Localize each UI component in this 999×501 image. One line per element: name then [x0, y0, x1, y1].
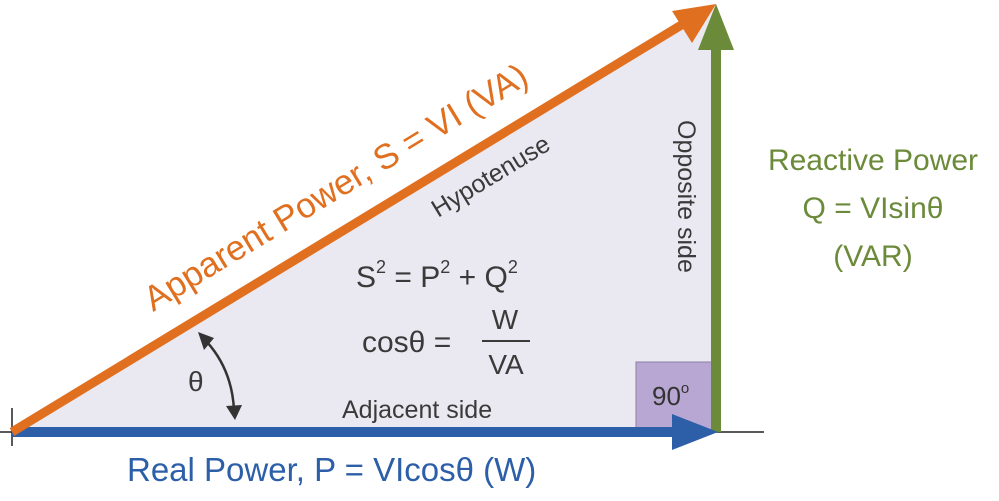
reactive-power-unit: (VAR) [833, 240, 912, 273]
reactive-power-arrow-icon [698, 4, 734, 432]
cosine-numerator: W [492, 304, 519, 335]
cosine-denominator: VA [488, 349, 524, 380]
apparent-power-arrow-icon [9, 4, 716, 436]
real-power-arrow-icon [12, 414, 718, 450]
pythagoras-equation: S2 = P2 + Q2 [356, 257, 518, 294]
theta-label: θ [188, 366, 204, 397]
right-angle-label: 90o [652, 380, 689, 411]
opposite-side-label: Opposite side [672, 120, 700, 273]
angle-arc-icon [198, 332, 242, 420]
cosine-lhs: cosθ = [362, 326, 451, 359]
reactive-power-formula: Q = VIsinθ [803, 192, 944, 225]
adjacent-side-label: Adjacent side [342, 396, 492, 424]
reactive-power-title: Reactive Power [768, 144, 978, 177]
real-power-label: Real Power, P = VIcosθ (W) [127, 451, 536, 488]
